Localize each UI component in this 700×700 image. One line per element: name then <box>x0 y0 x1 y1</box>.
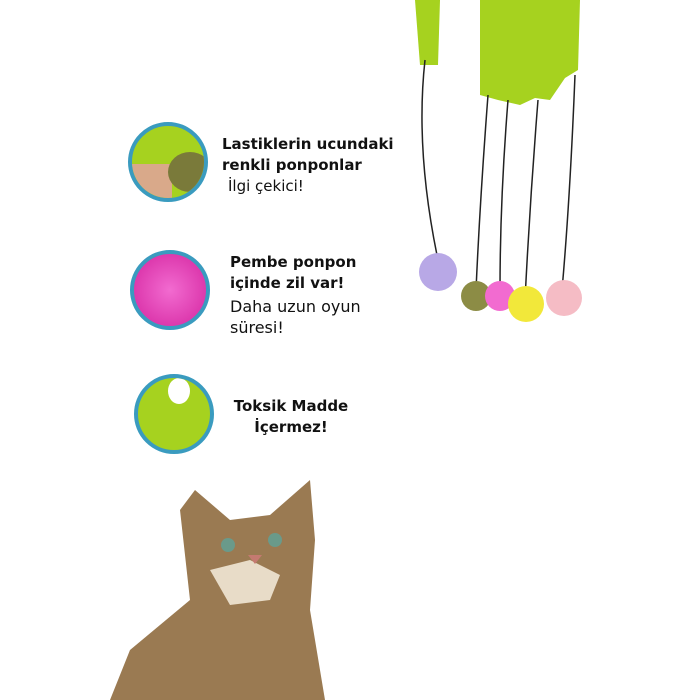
toy-illustration <box>415 0 582 322</box>
pink-pompom-feature-image <box>130 250 210 330</box>
feature-1-subtitle: İlgi çekici! <box>228 177 304 195</box>
non-toxic-feature-image <box>134 374 214 454</box>
pompom-feature-image <box>128 122 208 202</box>
cat-photo <box>110 480 325 700</box>
